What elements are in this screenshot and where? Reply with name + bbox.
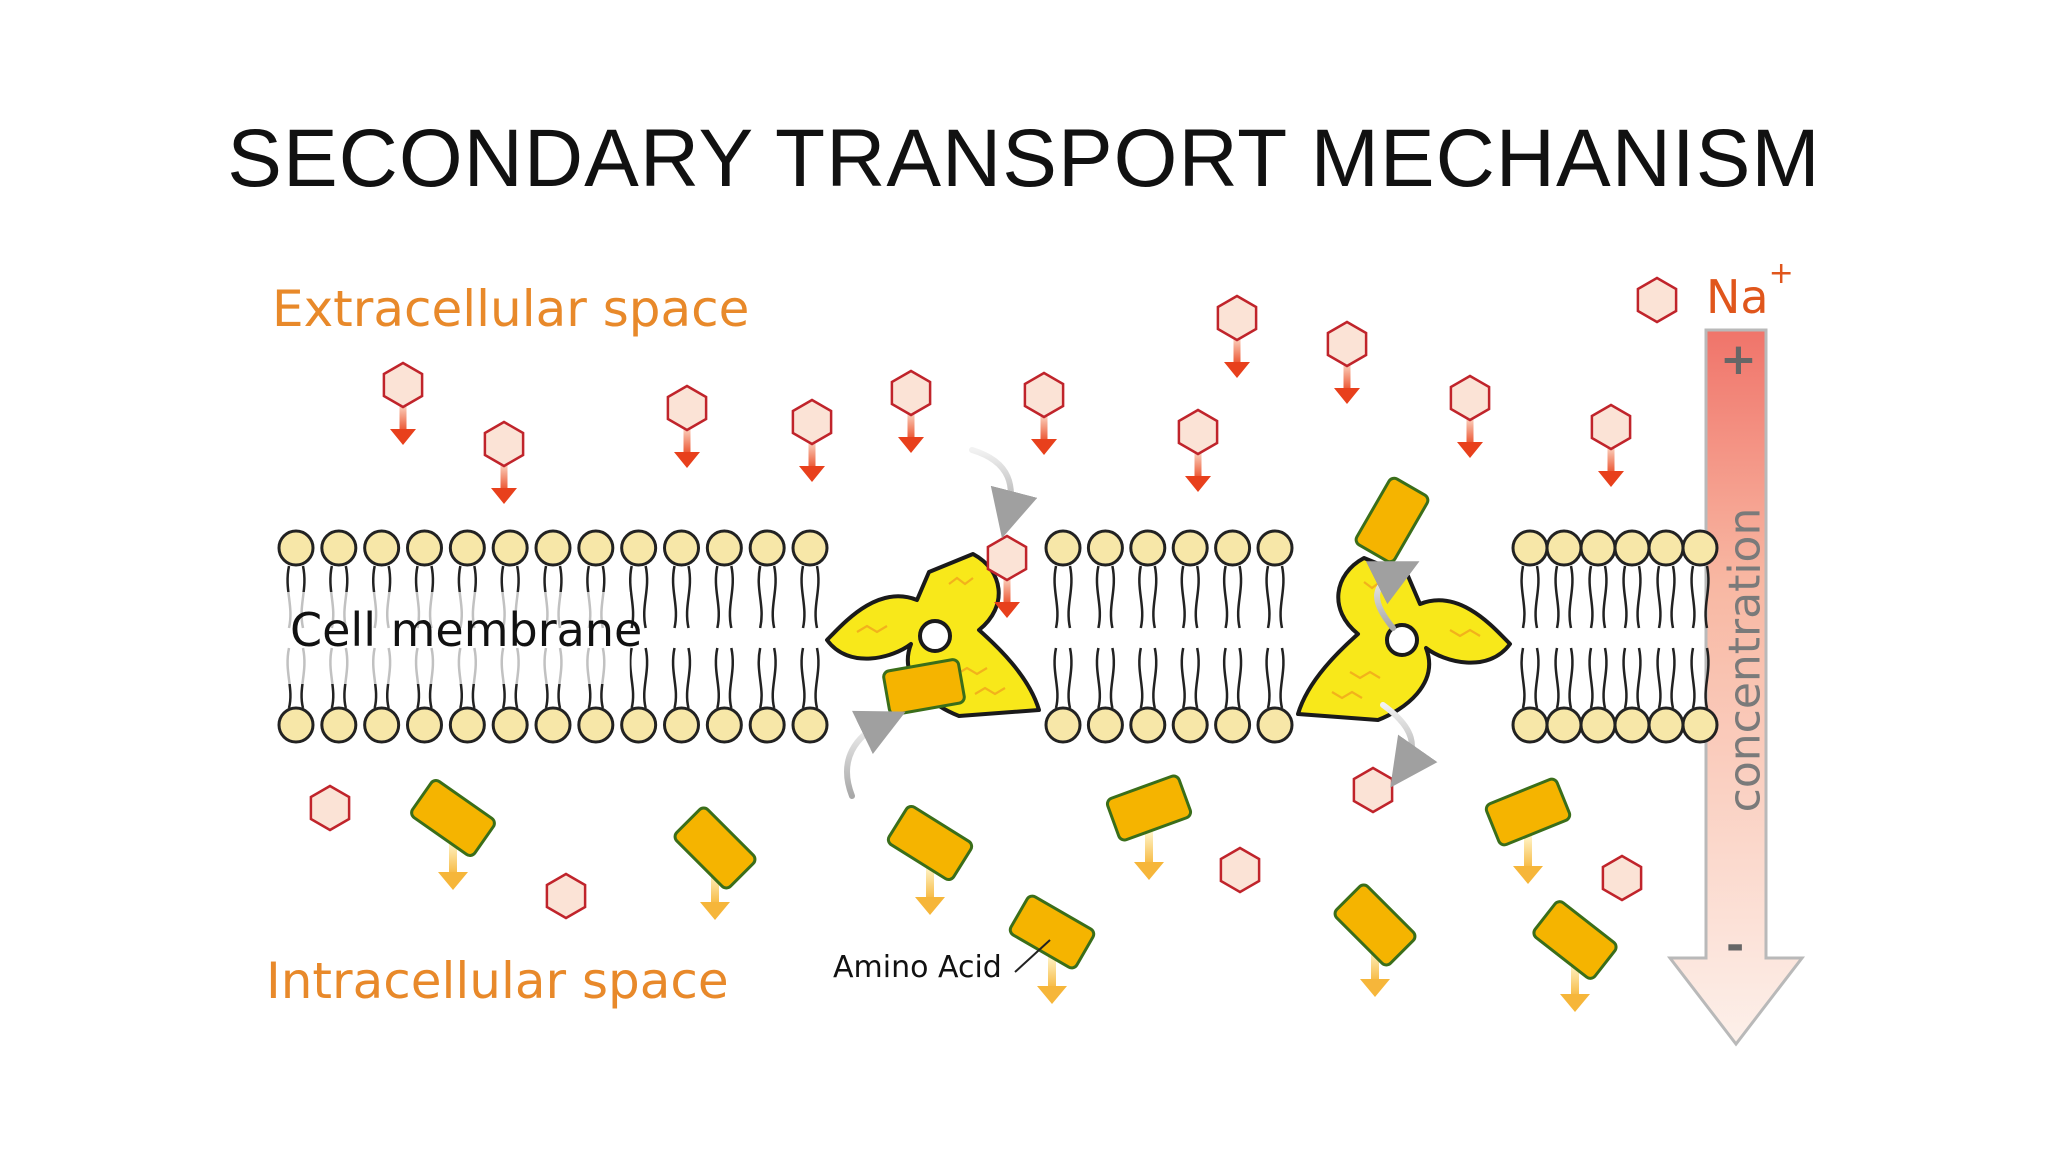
amino-acid-icon	[1532, 900, 1618, 1012]
sodium-legend-label: Na+	[1706, 256, 1794, 324]
movement-arrow-icon	[1365, 561, 1420, 631]
page-title: SECONDARY TRANSPORT MECHANISM	[227, 113, 1821, 204]
sodium-ion-icon	[309, 784, 351, 832]
phospholipid-icon	[1171, 529, 1209, 744]
gradient-low-sign: -	[1726, 920, 1745, 971]
sodium-symbol: Na	[1706, 270, 1769, 324]
phospholipid-icon	[534, 529, 572, 744]
amino-acid-icon	[886, 804, 974, 915]
phospholipid-icon	[705, 529, 743, 744]
phospholipid-icon	[1545, 529, 1583, 744]
phospholipid-icon	[1613, 529, 1651, 744]
movement-arrow-icon	[969, 447, 1038, 539]
sodium-ion-icon	[483, 420, 525, 504]
phospholipid-icon	[491, 529, 529, 744]
intracellular-label: Intracellular space	[266, 952, 729, 1010]
sodium-ion-icon	[1326, 320, 1368, 404]
amino-acid-pointer-line	[1014, 939, 1051, 973]
extracellular-label: Extracellular space	[272, 280, 750, 338]
phospholipid-icon	[1511, 529, 1549, 744]
sodium-ion-icon	[1590, 403, 1632, 487]
phospholipid-icon	[1214, 529, 1252, 744]
sodium-ions	[309, 276, 1678, 920]
phospholipid-icon	[791, 529, 829, 744]
sodium-ion-icon	[1636, 276, 1678, 324]
sodium-ion-icon	[382, 361, 424, 445]
gradient-high-sign: +	[1720, 334, 1757, 385]
sodium-charge: +	[1768, 256, 1794, 291]
sodium-ion-icon	[666, 384, 708, 468]
amino-acid-icon	[673, 806, 757, 920]
phospholipid-icon	[277, 529, 315, 744]
amino-acid-icon	[1484, 777, 1572, 884]
amino-acid-icon	[882, 658, 966, 716]
sodium-ion-icon	[791, 398, 833, 482]
phospholipid-icon	[1129, 529, 1167, 744]
sodium-ion-icon	[1216, 294, 1258, 378]
sodium-ion-icon	[1449, 374, 1491, 458]
movement-arrow-icon	[844, 710, 906, 799]
cell-membrane	[277, 529, 1719, 744]
sodium-ion-icon	[1601, 854, 1643, 902]
amino-acid-icon	[1354, 476, 1430, 564]
sodium-ion-icon	[545, 872, 587, 920]
phospholipid-icon	[1681, 529, 1719, 744]
phospholipid-icon	[663, 529, 700, 744]
movement-arrow-icon	[1380, 702, 1438, 788]
phospholipid-icon	[1044, 529, 1082, 744]
sodium-ion-icon	[1352, 766, 1394, 814]
phospholipid-icon	[1256, 529, 1294, 744]
sodium-ion-icon	[890, 369, 932, 453]
phospholipid-icon	[1647, 529, 1685, 744]
amino-acid-icon	[1105, 774, 1193, 880]
amino-acid-icon	[1333, 883, 1417, 997]
membrane-label-backdrop	[280, 592, 630, 684]
cell-membrane-label: Cell membrane	[290, 603, 643, 657]
phospholipid-icon	[1086, 529, 1124, 744]
phospholipid-icon	[748, 529, 786, 744]
sodium-ion-icon	[1023, 371, 1065, 455]
sodium-ion-icon	[1177, 408, 1219, 492]
amino-acid-icon	[410, 779, 496, 890]
amino-acid-icon	[1008, 894, 1096, 1004]
movement-arrows	[844, 447, 1438, 799]
concentration-text: concentration	[1719, 507, 1771, 813]
amino-acids	[410, 476, 1618, 1012]
concentration-gradient-arrow-icon	[1666, 328, 1806, 1047]
sodium-ion-icon	[1219, 846, 1261, 894]
sodium-ion-icon	[986, 534, 1028, 618]
amino-acid-label: Amino Acid	[833, 950, 1002, 985]
phospholipid-icon	[620, 529, 658, 744]
phospholipid-icon	[1579, 529, 1617, 744]
transporter-protein-icon	[1296, 556, 1512, 722]
